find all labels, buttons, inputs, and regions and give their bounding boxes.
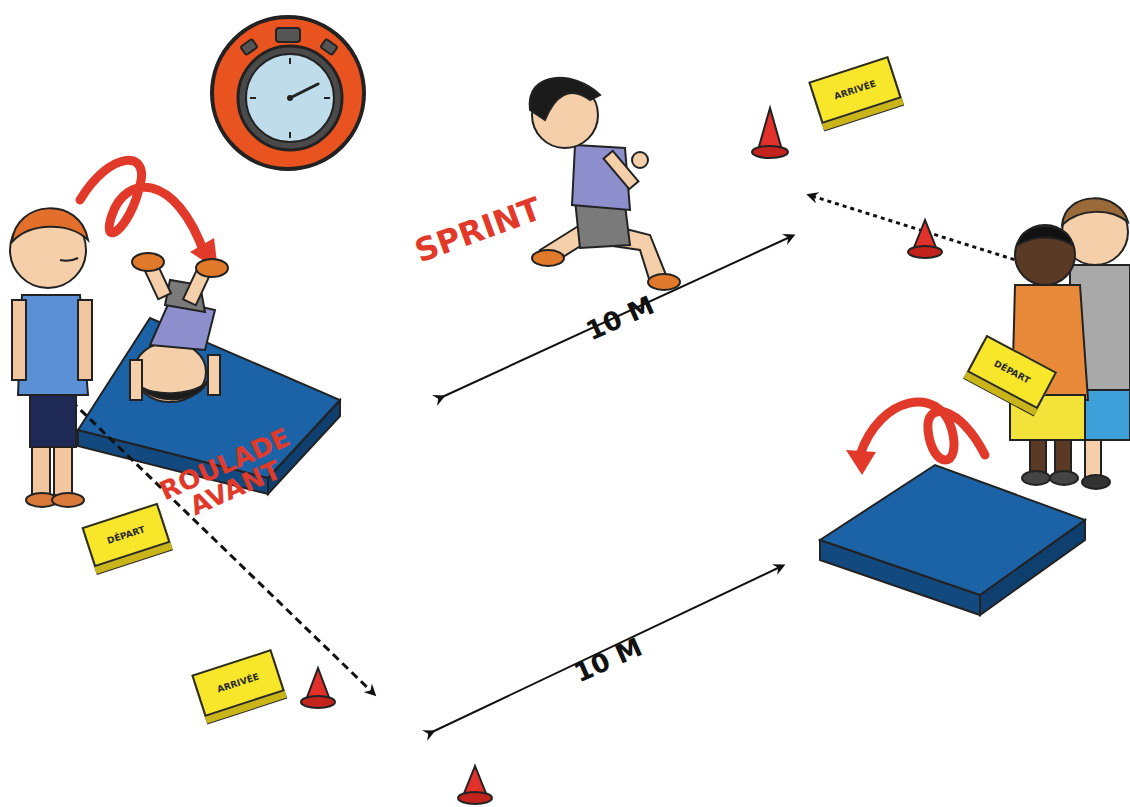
child-figure-part — [12, 208, 88, 242]
child-figure-part — [30, 392, 76, 447]
gym-mat-part — [820, 465, 1085, 595]
distance-arrow-part — [430, 567, 780, 733]
path-dotted-part — [62, 392, 372, 692]
stopwatch-icon-part — [238, 46, 342, 150]
crate-label: DÉPART — [104, 523, 149, 548]
child-figure-part — [530, 78, 600, 120]
child-figure-part — [648, 274, 680, 290]
child-figure-part — [1050, 471, 1078, 485]
cone-part — [458, 792, 492, 804]
cone — [908, 220, 942, 258]
stopwatch-icon-part — [290, 84, 318, 98]
cone-part — [908, 246, 942, 258]
distance-label: 10 M — [560, 282, 680, 355]
cone-part — [301, 696, 335, 708]
child-figure-part — [1055, 440, 1071, 475]
roll-arrow — [80, 160, 218, 270]
child-figure-part — [632, 152, 648, 168]
stopwatch-icon-part — [320, 39, 337, 55]
child-figure-part — [1010, 395, 1085, 440]
stopwatch-icon-part — [289, 132, 291, 138]
child-figure-part — [52, 493, 84, 507]
crate-label: ARRIVÉE — [214, 670, 263, 696]
child-figure-part — [1030, 440, 1046, 475]
distance-arrow-part — [440, 237, 790, 398]
child-figure-part — [12, 300, 26, 380]
stopwatch-icon-part — [246, 54, 334, 142]
child-figure-part — [1085, 440, 1101, 480]
child-figure-part — [1018, 226, 1072, 245]
stopwatch-icon-part — [240, 39, 257, 55]
supply-crate: ARRIVÉE — [808, 56, 901, 124]
path-dotted-part — [812, 196, 1022, 262]
stopwatch-icon-part — [287, 95, 293, 101]
stopwatch-icon-part — [276, 28, 300, 42]
roll-arrow-part — [80, 160, 205, 255]
child-figure-part — [1082, 475, 1110, 489]
child-figure-part — [130, 360, 142, 400]
child-figure-part — [208, 355, 220, 395]
crate-label: DÉPART — [990, 357, 1034, 388]
cone-part — [752, 146, 788, 158]
stopwatch-icon-part — [289, 58, 291, 64]
child-figure-part — [1015, 225, 1075, 285]
cone-part — [758, 108, 782, 150]
stopwatch-icon-part — [212, 17, 364, 169]
cone — [458, 766, 492, 804]
child-figure — [530, 78, 680, 290]
child-figure — [130, 253, 228, 402]
child-figure-part — [196, 259, 228, 277]
stopwatch-icon — [212, 17, 364, 169]
roll-arrow — [846, 402, 985, 475]
path-dotted — [62, 196, 1022, 692]
stopwatch-icon-part — [250, 97, 256, 99]
cone — [752, 108, 788, 158]
child-figure-part — [140, 380, 208, 399]
child-figure — [10, 208, 92, 507]
child-figure-part — [1022, 471, 1050, 485]
child-figure-part — [1062, 198, 1128, 225]
child-figure-part — [78, 300, 92, 380]
stopwatch-icon-part — [324, 97, 330, 99]
child-figure-part — [132, 253, 164, 271]
child-figure-part — [60, 258, 78, 261]
roll-arrow-part — [846, 450, 876, 475]
distance-label: 10 M — [548, 624, 668, 697]
crate-label: ARRIVÉE — [831, 77, 880, 103]
supply-crate: ARRIVÉE — [191, 649, 284, 717]
child-figure-part — [532, 250, 564, 266]
roll-arrow-part — [860, 402, 985, 460]
distance-arrow — [430, 237, 790, 733]
gym-mat — [820, 465, 1085, 615]
cone — [301, 668, 335, 708]
gym-mat-part — [78, 318, 340, 478]
supply-crate: DÉPART — [81, 503, 170, 568]
